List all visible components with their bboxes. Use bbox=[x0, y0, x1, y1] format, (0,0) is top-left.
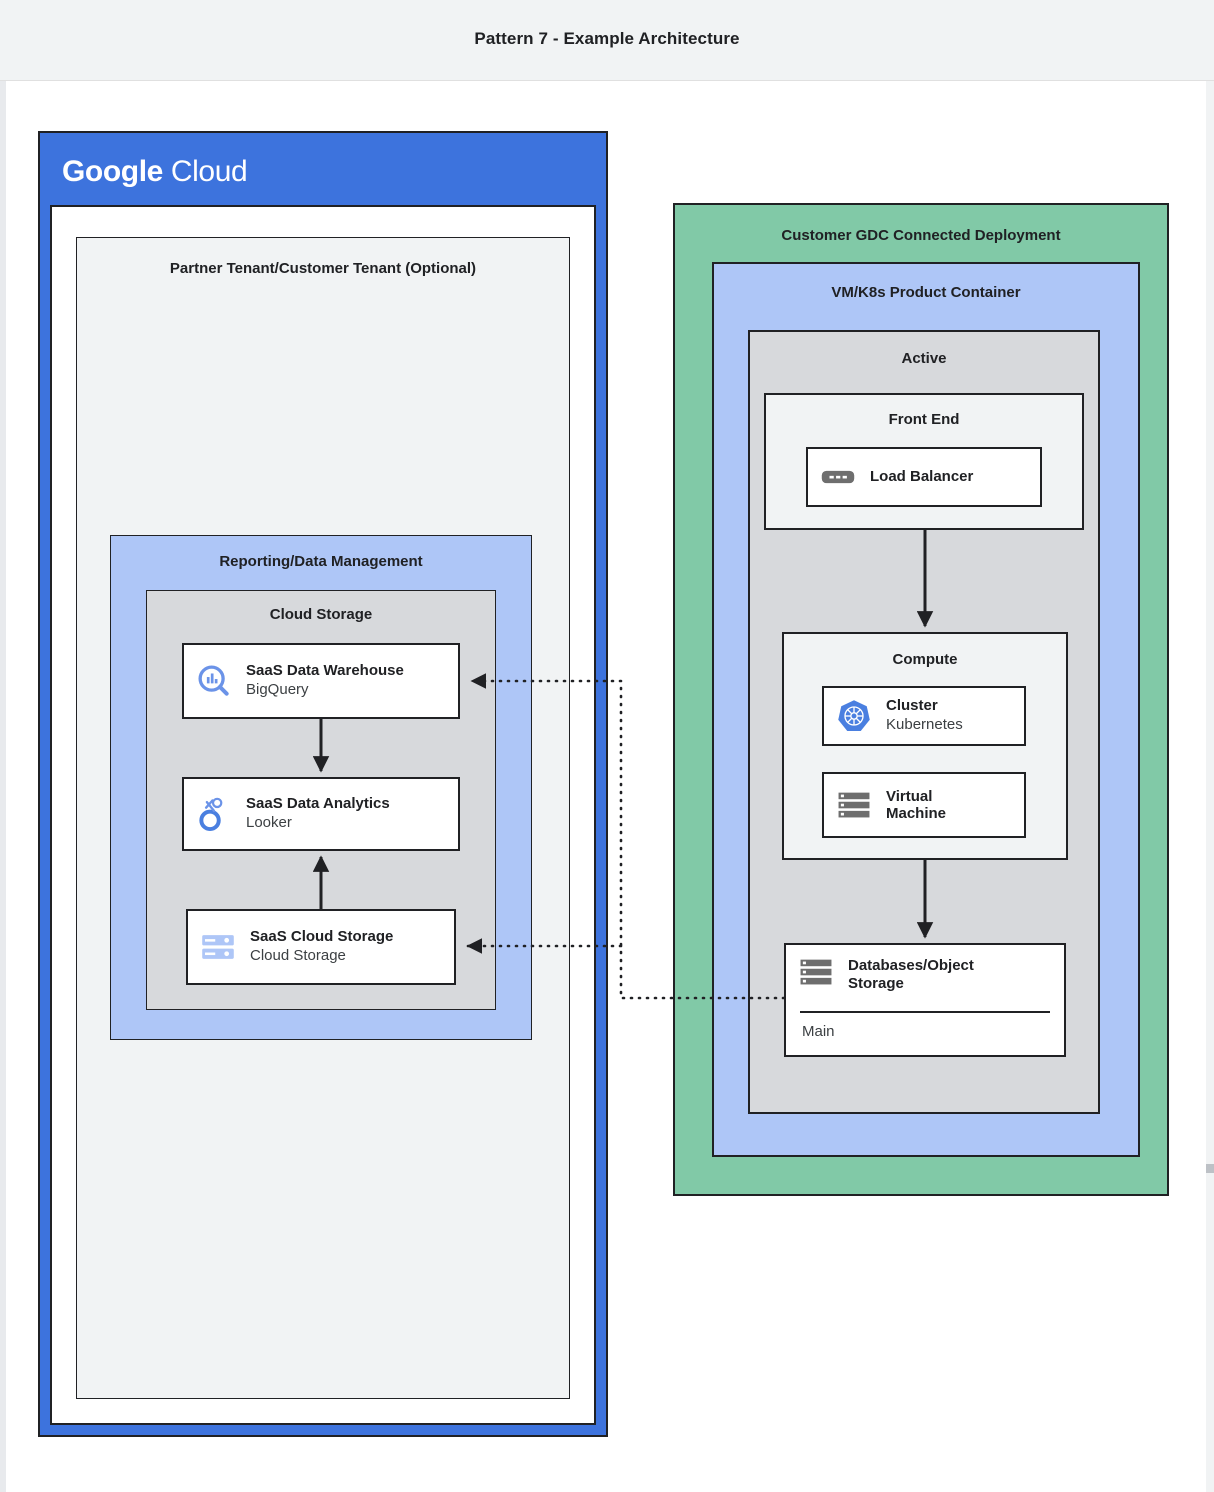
front-end-title: Front End bbox=[888, 411, 960, 428]
customer-gdc-title: Customer GDC Connected Deployment bbox=[781, 227, 1061, 244]
databases-main-label: Main bbox=[802, 1023, 835, 1040]
saas-data-analytics-subtitle: Looker bbox=[246, 814, 292, 831]
saas-data-warehouse-text: SaaS Data Warehouse BigQuery bbox=[246, 662, 404, 700]
virtual-machine-icon bbox=[832, 790, 876, 820]
databases-object-storage-title: Databases/Object Storage bbox=[848, 957, 974, 992]
saas-data-analytics-card[interactable]: SaaS Data Analytics Looker bbox=[182, 777, 460, 851]
saas-data-analytics-text: SaaS Data Analytics Looker bbox=[246, 795, 390, 833]
cluster-card[interactable]: Cluster Kubernetes bbox=[822, 686, 1026, 746]
saas-data-warehouse-subtitle: BigQuery bbox=[246, 681, 309, 698]
databases-object-storage-text: Databases/Object Storage bbox=[848, 957, 974, 993]
google-cloud-logo-light: Cloud bbox=[170, 155, 248, 188]
bigquery-icon bbox=[192, 662, 236, 700]
reporting-data-management-title: Reporting/Data Management bbox=[219, 553, 423, 570]
cloud-storage-icon bbox=[196, 932, 240, 962]
virtual-machine-card[interactable]: Virtual Machine bbox=[822, 772, 1026, 838]
database-icon bbox=[794, 957, 838, 987]
active-title: Active bbox=[901, 350, 947, 367]
cluster-text: Cluster Kubernetes bbox=[886, 697, 963, 735]
cloud-storage-title: Cloud Storage bbox=[269, 606, 373, 623]
vertical-scrollbar[interactable] bbox=[1206, 81, 1214, 1492]
virtual-machine-text: Virtual Machine bbox=[886, 788, 946, 823]
databases-divider bbox=[800, 1011, 1050, 1013]
left-gutter bbox=[0, 81, 6, 1492]
header-bar: Pattern 7 - Example Architecture bbox=[0, 0, 1214, 81]
page-title: Pattern 7 - Example Architecture bbox=[474, 29, 740, 48]
saas-cloud-storage-subtitle: Cloud Storage bbox=[250, 947, 346, 964]
partner-tenant-title: Partner Tenant/Customer Tenant (Optional… bbox=[169, 260, 477, 277]
load-balancer-card[interactable]: Load Balancer bbox=[806, 447, 1042, 507]
google-cloud-logo: Google Cloud bbox=[62, 155, 248, 189]
compute-title: Compute bbox=[892, 651, 958, 668]
saas-cloud-storage-title: SaaS Cloud Storage bbox=[250, 928, 394, 946]
virtual-machine-title: Virtual Machine bbox=[886, 787, 947, 822]
saas-data-warehouse-card[interactable]: SaaS Data Warehouse BigQuery bbox=[182, 643, 460, 719]
databases-card-inner: Databases/Object Storage bbox=[786, 945, 1064, 993]
saas-cloud-storage-text: SaaS Cloud Storage Cloud Storage bbox=[250, 928, 393, 966]
scrollbar-thumb[interactable] bbox=[1206, 1164, 1214, 1173]
cluster-subtitle: Kubernetes bbox=[886, 716, 963, 733]
saas-data-analytics-title: SaaS Data Analytics bbox=[246, 795, 390, 813]
databases-object-storage-card[interactable]: Databases/Object Storage Main bbox=[784, 943, 1066, 1057]
cluster-title: Cluster bbox=[886, 697, 938, 715]
load-balancer-icon bbox=[816, 468, 860, 486]
load-balancer-title: Load Balancer bbox=[870, 467, 974, 485]
load-balancer-text: Load Balancer bbox=[870, 468, 973, 487]
saas-data-warehouse-title: SaaS Data Warehouse bbox=[246, 662, 404, 680]
kubernetes-icon bbox=[832, 698, 876, 734]
looker-icon bbox=[192, 795, 236, 833]
saas-cloud-storage-card[interactable]: SaaS Cloud Storage Cloud Storage bbox=[186, 909, 456, 985]
vm-k8s-product-title: VM/K8s Product Container bbox=[831, 284, 1021, 301]
google-cloud-logo-bold: Google bbox=[62, 155, 163, 188]
